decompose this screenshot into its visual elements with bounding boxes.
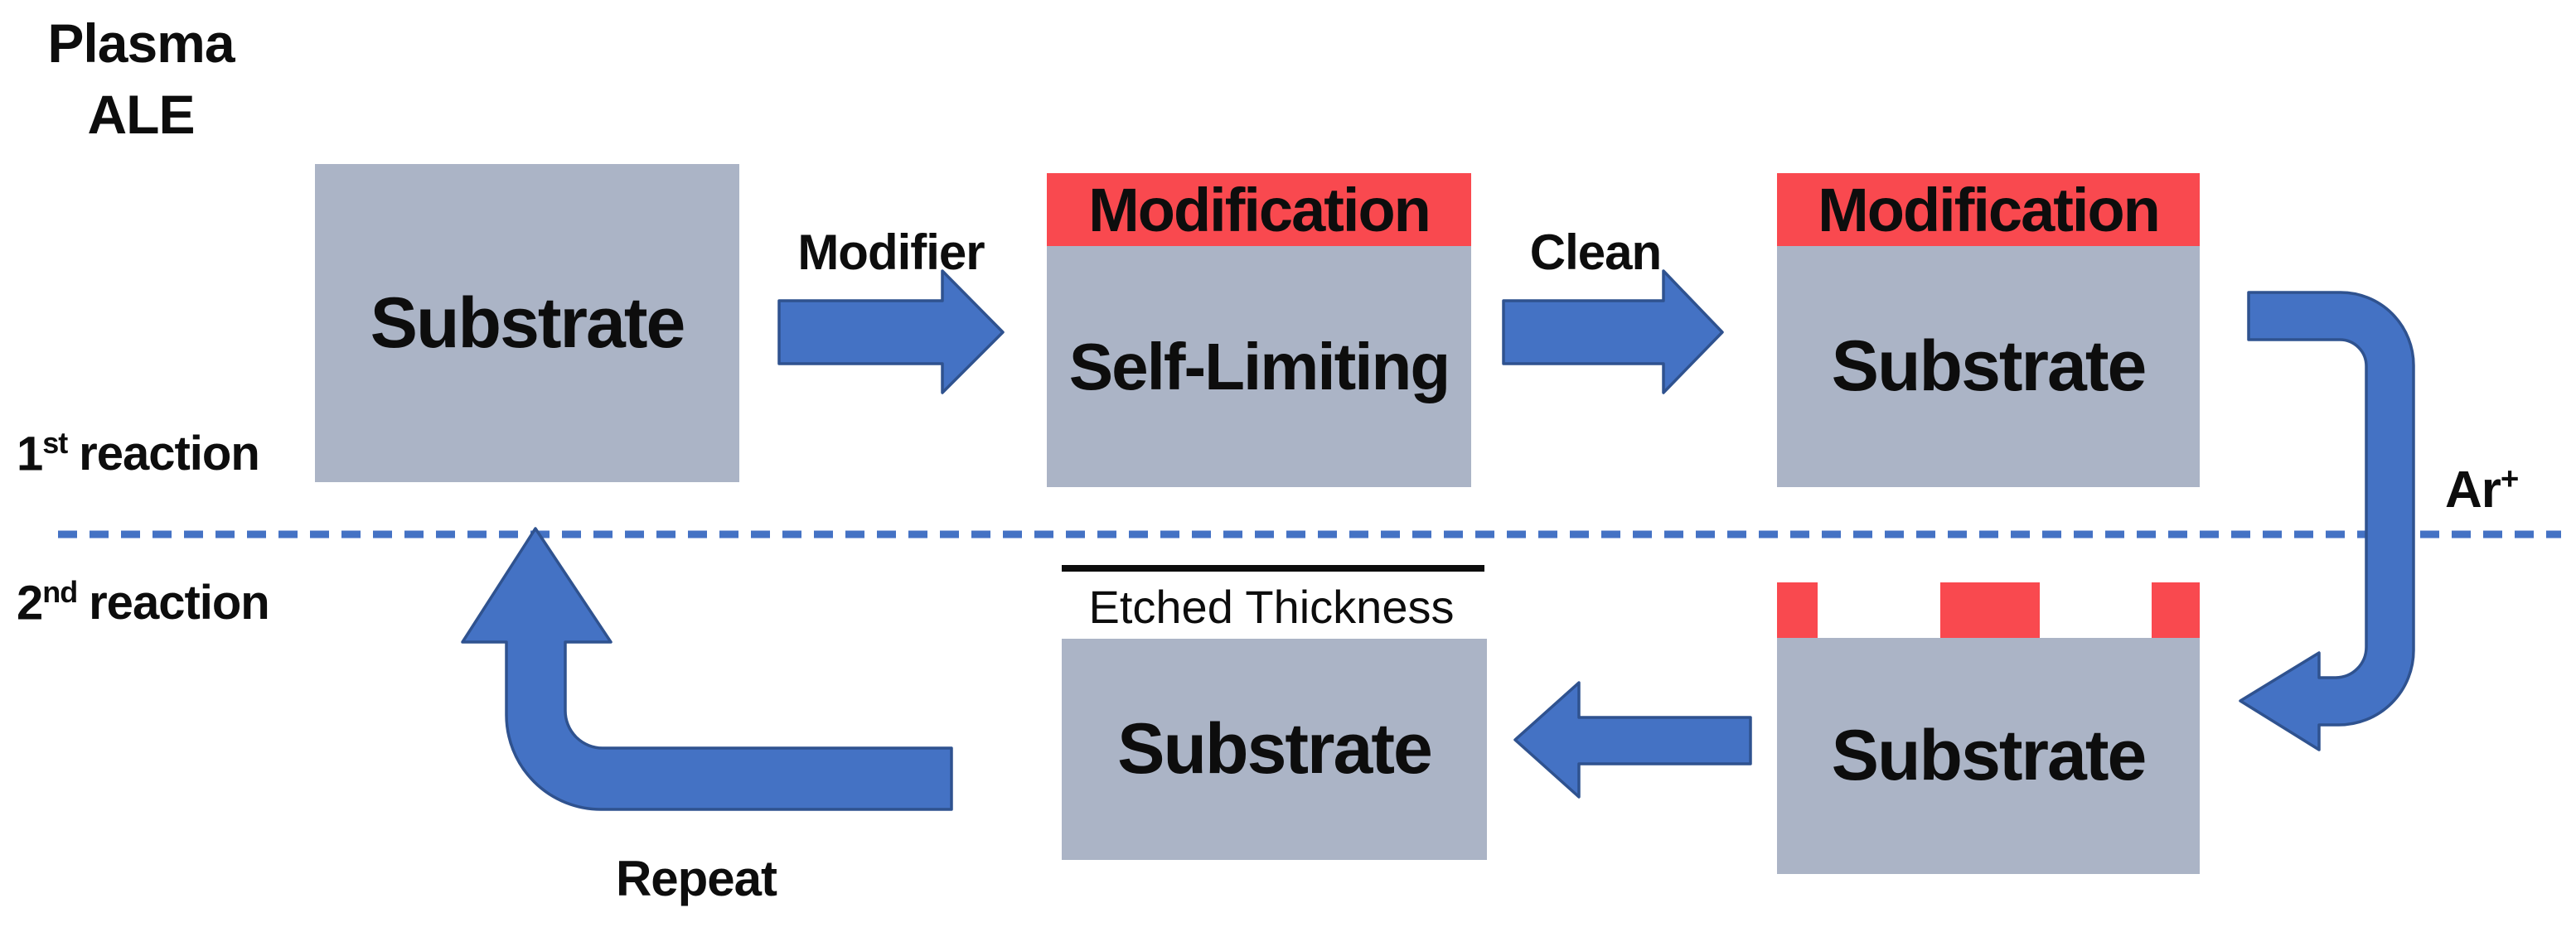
modification-residue-patch-right xyxy=(2152,582,2200,639)
argon-ion-symbol: Ar xyxy=(2445,461,2501,519)
first-reaction-number: 1 xyxy=(17,427,43,481)
post-etch-box: Substrate xyxy=(1777,638,2200,874)
cleaned-box-modification-band: Modification xyxy=(1777,173,2200,246)
modifier-arrow-label: Modifier xyxy=(797,225,985,280)
modifier-arrow xyxy=(777,269,1005,394)
self-limiting-label: Self-Limiting xyxy=(1068,329,1450,403)
cleaned-box-band-label: Modification xyxy=(1818,175,2161,244)
first-reaction-label: 1st reaction xyxy=(17,426,260,481)
argon-ion-label: Ar+ xyxy=(2445,461,2519,519)
argon-ion-arrow xyxy=(2239,291,2415,751)
cleaned-box-substrate-label: Substrate xyxy=(1831,326,2147,406)
modified-box: Modification Self-Limiting xyxy=(1047,173,1471,487)
diagram-title: Plasma ALE xyxy=(0,8,282,151)
cleaned-box: Modification Substrate xyxy=(1777,173,2200,487)
second-reaction-label: 2nd reaction xyxy=(17,575,270,630)
second-reaction-ordinal: nd xyxy=(42,575,78,609)
post-etch-substrate-label: Substrate xyxy=(1831,716,2147,795)
substrate-initial-box: Substrate xyxy=(315,164,739,482)
etched-box-substrate-label: Substrate xyxy=(1117,709,1433,789)
second-reaction-word: reaction xyxy=(89,576,270,630)
modification-residue-patch-left xyxy=(1777,582,1818,639)
modified-box-modification-band: Modification xyxy=(1047,173,1471,246)
modification-residue-patch-middle xyxy=(1940,582,2040,639)
modified-box-band-label: Modification xyxy=(1088,175,1431,244)
etch-result-arrow xyxy=(1513,681,1752,799)
clean-arrow xyxy=(1502,269,1724,394)
argon-ion-charge: + xyxy=(2500,461,2519,497)
modified-box-body: Self-Limiting xyxy=(1047,246,1471,487)
repeat-arrow xyxy=(461,527,953,811)
diagram-title-line2: ALE xyxy=(87,83,196,145)
diagram-title-line1: Plasma xyxy=(47,12,235,74)
first-reaction-ordinal: st xyxy=(42,426,68,460)
substrate-initial-label: Substrate xyxy=(370,282,686,363)
cleaned-box-body: Substrate xyxy=(1777,246,2200,487)
second-reaction-number: 2 xyxy=(17,576,43,630)
etched-box: Substrate xyxy=(1062,639,1487,860)
first-reaction-word: reaction xyxy=(79,427,260,481)
etched-thickness-label: Etched Thickness xyxy=(1088,581,1455,633)
repeat-arrow-label: Repeat xyxy=(615,851,777,906)
etched-thickness-line xyxy=(1062,565,1484,572)
clean-arrow-label: Clean xyxy=(1529,225,1662,280)
